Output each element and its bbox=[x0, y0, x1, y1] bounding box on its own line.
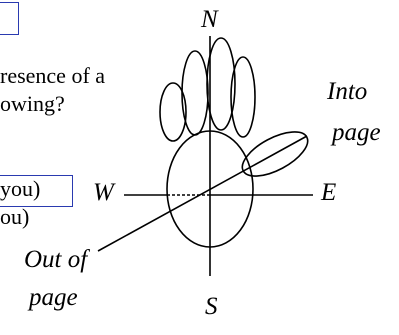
answer-box-middle bbox=[0, 175, 73, 207]
finger-3 bbox=[206, 37, 236, 131]
finger-2 bbox=[181, 50, 209, 136]
label-south: S bbox=[205, 293, 218, 320]
label-east: E bbox=[321, 179, 337, 206]
label-into-page-line-1: Into bbox=[327, 78, 368, 105]
out-into-page-axis bbox=[97, 135, 308, 252]
answer-box-top bbox=[0, 2, 19, 35]
label-west: W bbox=[93, 179, 114, 206]
option-text-line-1: you) bbox=[0, 176, 41, 201]
label-north: N bbox=[201, 6, 218, 33]
finger-1 bbox=[159, 82, 187, 142]
question-text-line-1: resence of a bbox=[0, 63, 106, 88]
label-into-page-line-2: page bbox=[332, 119, 381, 146]
finger-4 bbox=[230, 56, 256, 138]
label-out-of-page-line-2: page bbox=[29, 284, 78, 311]
label-out-of-page-line-1: Out of bbox=[24, 246, 88, 273]
option-text-line-2: ou) bbox=[0, 204, 30, 229]
question-text-line-2: owing? bbox=[0, 91, 65, 116]
